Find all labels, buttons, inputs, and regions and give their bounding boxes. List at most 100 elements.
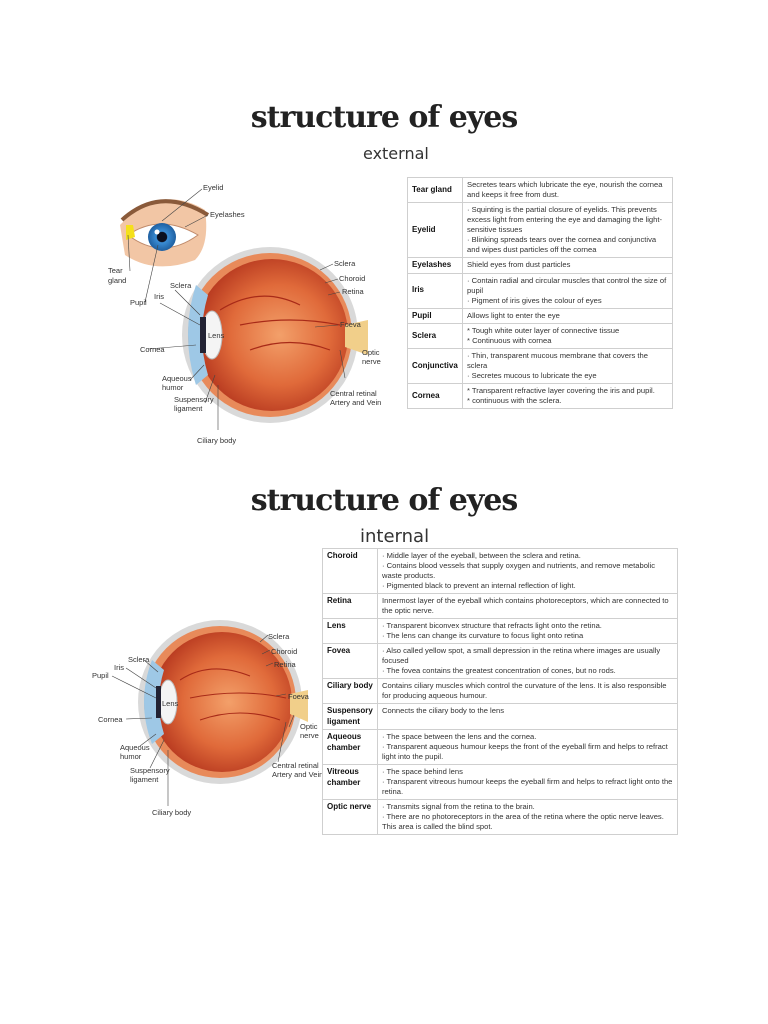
row-description: · Also called yellow spot, a small depre… — [377, 643, 678, 680]
label-pupil: Pupil — [130, 298, 147, 307]
row-description: Contains ciliary muscles which control t… — [377, 678, 678, 705]
row-description: * Transparent refractive layer covering … — [462, 383, 673, 410]
label-suspensory-1: Suspensory — [174, 395, 214, 404]
description-line: · The lens can change its curvature to f… — [382, 631, 584, 641]
description-line: Connects the ciliary body to the lens — [382, 706, 504, 716]
row-description: · Thin, transparent mucous membrane that… — [462, 348, 673, 385]
label-cornea: Cornea — [140, 345, 165, 354]
description-line: · Squinting is the partial closure of ey… — [467, 205, 663, 235]
label-optic-2: nerve — [362, 357, 381, 366]
label-int-aqueous-1: Aqueous — [120, 743, 150, 752]
label-tear-gland-1: Tear — [108, 266, 123, 275]
label-int-optic-2: nerve — [300, 731, 319, 740]
table-row: Fovea· Also called yellow spot, a small … — [322, 643, 678, 680]
row-label: Sclera — [407, 323, 463, 350]
description-line: · Transmits signal from the retina to th… — [382, 802, 535, 812]
row-label: Eyelashes — [407, 257, 463, 274]
description-line: · The space behind lens — [382, 767, 463, 777]
table-row: Iris· Contain radial and circular muscle… — [407, 272, 673, 309]
label-choroid: Choroid — [339, 274, 365, 283]
description-line: · Contains blood vessels that supply oxy… — [382, 561, 656, 581]
table-row: Sclera * Tough white outer layer of conne… — [407, 323, 673, 350]
external-eye-diagram: Eyelid Eyelashes Tear gland Sclera Iris … — [108, 183, 381, 445]
row-label: Ciliary body — [322, 678, 378, 705]
label-sclera-left: Sclera — [170, 281, 192, 290]
label-sclera-right: Sclera — [334, 259, 356, 268]
description-line: · The fovea contains the greatest concen… — [382, 666, 616, 676]
row-description: Innermost layer of the eyeball which con… — [377, 593, 678, 620]
row-description: · Contain radial and circular muscles th… — [462, 272, 673, 309]
label-retina: Retina — [342, 287, 365, 296]
row-label: Vitreous chamber — [322, 764, 378, 801]
internal-eye-diagram: Sclera Choroid Retina Sclera Iris Pupil … — [92, 620, 323, 817]
description-line: * Transparent refractive layer covering … — [467, 386, 655, 396]
row-label: Choroid — [322, 547, 378, 595]
label-int-lens: Lens — [162, 699, 179, 708]
external-eye-illustration — [120, 199, 210, 267]
internal-leader-lines — [111, 634, 295, 806]
description-line: * continuous with the sclera. — [467, 396, 562, 406]
eyeball-cross-section — [182, 247, 368, 423]
description-line: * Continuous with cornea — [467, 336, 552, 346]
label-int-choroid: Choroid — [271, 647, 297, 656]
row-label: Pupil — [407, 307, 463, 325]
description-line: · Thin, transparent mucous membrane that… — [467, 351, 648, 371]
label-int-suspensory-1: Suspensory — [130, 766, 170, 775]
label-foeva: Foeva — [340, 320, 362, 329]
label-int-foeva: Foeva — [288, 692, 310, 701]
row-label: Lens — [322, 618, 378, 645]
description-line: · The space between the lens and the cor… — [382, 732, 537, 742]
label-eyelashes: Eyelashes — [210, 210, 245, 219]
description-line: * Tough white outer layer of connective … — [467, 326, 620, 336]
description-line: Contains ciliary muscles which control t… — [382, 681, 667, 701]
label-int-optic-1: Optic — [300, 722, 318, 731]
row-description: · The space behind lens· Transparent vit… — [377, 764, 678, 801]
row-label: Cornea — [407, 383, 463, 410]
description-line: Secretes tears which lubricate the eye, … — [467, 180, 663, 200]
table-row: Optic nerve · Transmits signal from the r… — [322, 799, 678, 836]
label-central-2: Artery and Vein — [330, 398, 381, 407]
label-central-1: Central retinal — [330, 389, 377, 398]
table-row: Vitreous chamber· The space behind lens·… — [322, 764, 678, 801]
label-lens: Lens — [208, 331, 225, 340]
row-label: Suspensory ligament — [322, 703, 378, 731]
row-description: Secretes tears which lubricate the eye, … — [462, 176, 673, 204]
row-description: · Transparent biconvex structure that re… — [377, 618, 678, 645]
page-title-top: structure of eyes — [250, 100, 519, 135]
row-description: · Middle layer of the eyeball, between t… — [377, 547, 678, 595]
label-int-aqueous-2: humor — [120, 752, 142, 761]
row-label: Iris — [407, 272, 463, 309]
row-description: Allows light to enter the eye — [462, 307, 673, 325]
row-description: · Transmits signal from the retina to th… — [377, 799, 678, 836]
table-row: Suspensory ligament Connects the ciliary … — [322, 703, 678, 731]
label-int-iris: Iris — [114, 663, 124, 672]
row-label: Tear gland — [407, 176, 463, 204]
table-row: Choroid· Middle layer of the eyeball, be… — [322, 547, 678, 595]
label-eyelid: Eyelid — [203, 183, 223, 192]
row-label: Optic nerve — [322, 799, 378, 836]
label-suspensory-2: ligament — [174, 404, 203, 413]
label-int-pupil: Pupil — [92, 671, 109, 680]
table-row: Conjunctiva· Thin, transparent mucous me… — [407, 348, 673, 385]
label-aqueous-1: Aqueous — [162, 374, 192, 383]
description-line: · Transparent vitreous humour keeps the … — [382, 777, 673, 797]
row-description: * Tough white outer layer of connective … — [462, 323, 673, 350]
table-row: Lens· Transparent biconvex structure tha… — [322, 618, 678, 645]
description-line: Shield eyes from dust particles — [467, 260, 571, 270]
description-line: · Secretes mucous to lubricate the eye — [467, 371, 597, 381]
label-aqueous-2: humor — [162, 383, 184, 392]
row-description: · The space between the lens and the cor… — [377, 729, 678, 766]
table-row: Eyelid· Squinting is the partial closure… — [407, 202, 673, 259]
label-int-cornea: Cornea — [98, 715, 123, 724]
label-tear-gland-2: gland — [108, 276, 126, 285]
subtitle-external: external — [363, 144, 429, 163]
table-row: Aqueous chamber· The space between the l… — [322, 729, 678, 766]
label-int-sclera-right: Sclera — [268, 632, 290, 641]
label-int-retina: Retina — [274, 660, 297, 669]
description-line: Innermost layer of the eyeball which con… — [382, 596, 669, 616]
